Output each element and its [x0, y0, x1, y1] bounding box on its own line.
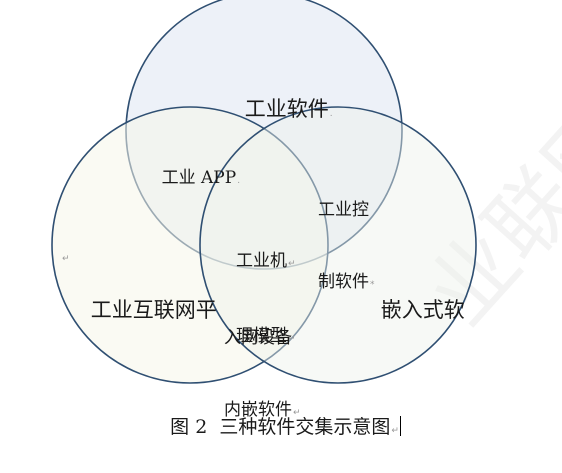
label-industrial-app: 工业 APP.	[161, 168, 241, 188]
label-industrial-mechanism-model: 工业机↵ 理模型↵	[236, 251, 296, 346]
paragraph-mark: ↵	[288, 259, 296, 269]
circle-embedded-software	[199, 106, 477, 384]
label-industrial-software: 工业软件.	[244, 97, 333, 121]
label-industrial-control-software: 工业控 制软件*	[318, 200, 375, 292]
label-embedded-software: 嵌入式软	[380, 298, 465, 322]
paragraph-mark: *	[370, 280, 375, 290]
text-cursor	[399, 416, 401, 436]
figure-caption: 图 2 三种软件交集示意图↵	[170, 416, 401, 438]
paragraph-mark: ↵	[293, 408, 301, 418]
label-industrial-internet-platform: 工业互联网平	[90, 298, 217, 322]
venn-diagram-svg: 业联网	[51, 0, 562, 384]
circle-industrial-internet-platform	[51, 106, 329, 384]
paragraph-mark: ↵	[391, 426, 399, 436]
paragraph-mark: .	[237, 176, 241, 186]
paragraph-mark: .	[329, 109, 333, 119]
venn-diagram-figure: 业联网 工业软件. 工业 APP. 工业控 制软件* 工业机↵ 理模型↵ ↵ 工…	[51, 0, 562, 437]
paragraph-mark-left: ↵	[62, 254, 70, 264]
paragraph-mark: ↵	[288, 334, 296, 344]
label-networked-device-embedded-software: 入网设备 内嵌软件↵	[224, 328, 301, 420]
